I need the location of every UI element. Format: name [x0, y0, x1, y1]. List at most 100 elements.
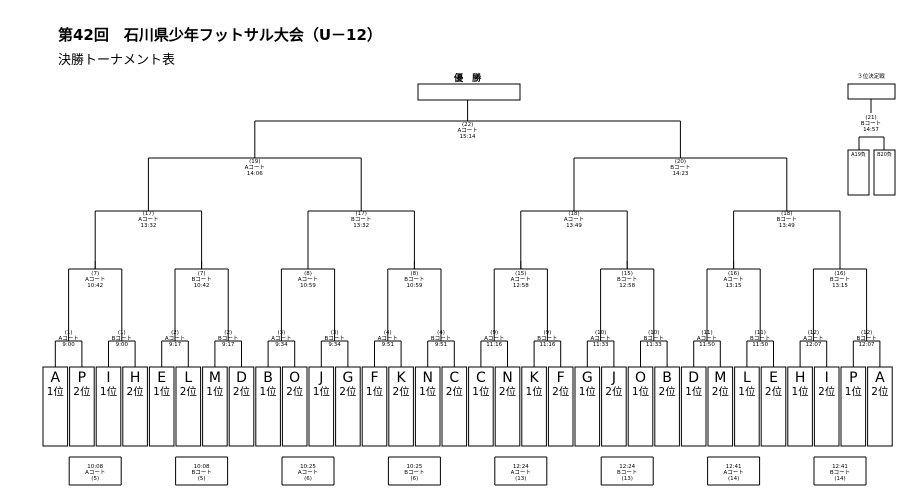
- prelim-no: (13): [622, 476, 633, 482]
- match-r2-no: (7): [91, 271, 99, 277]
- team-group-letter: G: [342, 370, 353, 386]
- match-qf-no: (17): [356, 211, 367, 217]
- team-group-letter: L: [743, 370, 751, 386]
- prelim-court: Aコート: [511, 469, 531, 476]
- team-rank: 1位: [579, 385, 597, 398]
- team-rank: 1位: [260, 385, 278, 398]
- prelim-time: 10:25: [300, 464, 316, 470]
- prelim-court: Bコート: [830, 469, 850, 476]
- team-rank: 2位: [233, 385, 251, 398]
- match-r1-time: 9:00: [116, 342, 129, 348]
- team-group-letter: K: [530, 370, 540, 386]
- team-group-letter: C: [449, 370, 459, 386]
- team-rank: 2位: [552, 385, 570, 398]
- team-group-letter: F: [370, 370, 378, 386]
- match-final-no: (22): [462, 122, 473, 128]
- team-rank: 1位: [100, 385, 118, 398]
- team-group-letter: N: [502, 370, 512, 386]
- match-qf-no: (18): [781, 211, 792, 217]
- match-r2-court: Bコート: [191, 276, 211, 283]
- team-group-letter: M: [209, 370, 221, 386]
- match-qf-time: 13:32: [353, 223, 369, 229]
- team-rank: 2位: [180, 385, 198, 398]
- match-r2-court: Bコート: [830, 276, 850, 283]
- match-r1-time: 9:34: [275, 342, 288, 348]
- page-subtitle: 決勝トーナメント表: [58, 53, 176, 68]
- match-r1-time: 11:50: [752, 342, 768, 348]
- prelim-court: Bコート: [617, 469, 637, 476]
- page-title: 第42回 石川県少年フットサル大会（U－12）: [58, 26, 382, 44]
- team-rank: 2位: [73, 385, 91, 398]
- prelim-no: (5): [91, 476, 99, 482]
- team-group-letter: J: [318, 370, 323, 386]
- match-r1-time: 9:34: [328, 342, 341, 348]
- match-r1-time: 11:50: [699, 342, 715, 348]
- match-final-court: Aコート: [457, 127, 477, 134]
- prelim-no: (6): [304, 476, 312, 482]
- match-r2-no: (16): [834, 271, 845, 277]
- prelim-court: Bコート: [191, 469, 211, 476]
- team-group-letter: D: [236, 370, 247, 386]
- prelim-time: 12:24: [619, 464, 635, 470]
- team-group-letter: H: [130, 370, 141, 386]
- match-r2-court: Aコート: [511, 276, 531, 283]
- team-rank: 1位: [526, 385, 544, 398]
- team-rank: 2位: [659, 385, 677, 398]
- match-r1-time: 12:07: [859, 342, 875, 348]
- team-group-letter: P: [78, 370, 86, 386]
- team-rank: 1位: [685, 385, 703, 398]
- match-r1-time: 11:33: [593, 342, 609, 348]
- match-r1-time: 9:00: [62, 342, 75, 348]
- team-group-letter: B: [662, 370, 672, 386]
- match-third-time: 14:57: [863, 127, 879, 133]
- match-r1-time: 11:16: [486, 342, 502, 348]
- third-place-slot: [873, 149, 896, 196]
- team-group-letter: F: [557, 370, 565, 386]
- match-r2-no: (16): [728, 271, 739, 277]
- champion-box: [417, 83, 521, 101]
- team-group-letter: A: [875, 370, 885, 386]
- match-r2-court: Aコート: [298, 276, 318, 283]
- prelim-court: Aコート: [298, 469, 318, 476]
- match-r2-time: 13:15: [832, 283, 848, 289]
- match-r1-time: 9:51: [382, 342, 394, 348]
- match-r2-time: 10:59: [406, 283, 422, 289]
- match-r2-time: 10:59: [300, 283, 316, 289]
- third-place-box: [847, 83, 896, 100]
- match-qf-court: Bコート: [351, 216, 371, 223]
- team-rank: 1位: [206, 385, 224, 398]
- team-rank: 2位: [712, 385, 730, 398]
- match-r1-time: 9:17: [222, 342, 235, 348]
- match-qf-time: 13:49: [566, 223, 582, 229]
- match-qf-time: 13:49: [779, 223, 795, 229]
- prelim-time: 12:24: [513, 464, 529, 470]
- prelim-no: (14): [728, 476, 739, 482]
- prelim-no: (5): [198, 476, 206, 482]
- third-place-label: ３位決定戦: [857, 72, 885, 80]
- team-group-letter: E: [157, 370, 166, 386]
- team-group-letter: L: [184, 370, 192, 386]
- prelim-time: 10:08: [194, 464, 210, 470]
- match-sf-no: (20): [675, 159, 686, 165]
- team-rank: 1位: [792, 385, 810, 398]
- team-group-letter: C: [476, 370, 486, 386]
- third-place-slot-label: B20負: [877, 151, 892, 158]
- match-sf-time: 14:23: [672, 171, 688, 177]
- third-place-slot-label: A19負: [851, 151, 866, 158]
- team-group-letter: I: [106, 370, 110, 386]
- match-r2-time: 10:42: [87, 283, 103, 289]
- match-r2-no: (15): [622, 271, 633, 277]
- team-rank: 1位: [366, 385, 384, 398]
- match-r2-no: (15): [515, 271, 526, 277]
- team-group-letter: K: [397, 370, 407, 386]
- team-rank: 1位: [313, 385, 331, 398]
- team-group-letter: B: [263, 370, 273, 386]
- match-r2-time: 10:42: [194, 283, 210, 289]
- match-r2-time: 13:15: [726, 283, 742, 289]
- team-group-letter: N: [422, 370, 432, 386]
- prelim-time: 12:41: [832, 464, 848, 470]
- match-sf-court: Aコート: [245, 164, 265, 171]
- match-sf-time: 14:06: [247, 171, 263, 177]
- prelim-no: (6): [411, 476, 419, 482]
